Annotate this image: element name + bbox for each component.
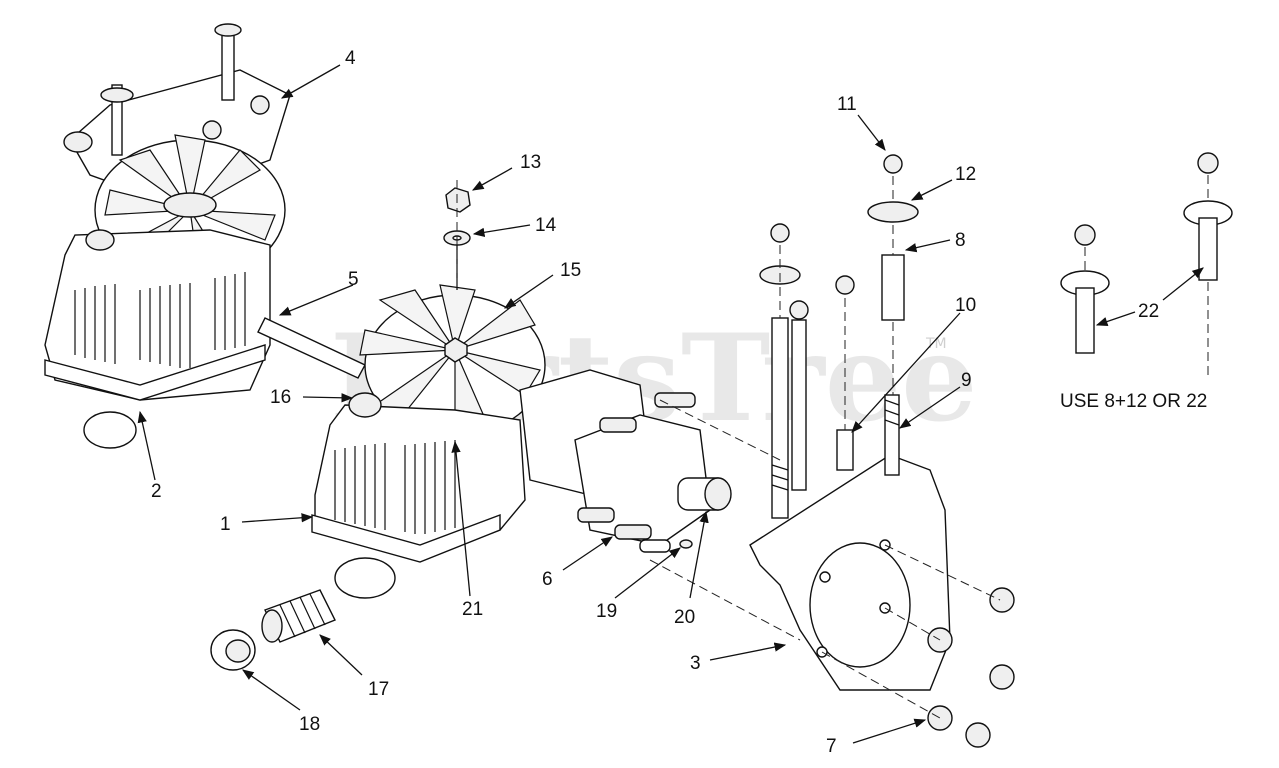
bolt [614, 524, 652, 540]
fill-cap [85, 229, 115, 251]
alignment-line [659, 399, 781, 461]
nut-11 [883, 154, 903, 174]
center-transaxle-assembly [311, 284, 732, 599]
spacer-8 [881, 254, 905, 321]
callout-6: 6 [542, 569, 553, 590]
bolt [577, 507, 615, 523]
nut [789, 300, 809, 320]
stud-bolt [221, 29, 235, 101]
callout-3: 3 [690, 653, 701, 674]
left-transaxle-assembly [44, 23, 291, 449]
connecting-rod-5 [257, 317, 366, 379]
callout-11: 11 [837, 94, 857, 115]
nut-7 [965, 722, 991, 748]
shaft-nut-20 [704, 477, 732, 511]
nut [835, 275, 855, 295]
stud-bolt [111, 84, 123, 156]
callout-8: 8 [955, 230, 966, 251]
leader-lines [137, 64, 1204, 744]
spacer-10 [836, 429, 854, 471]
callout-13: 13 [520, 152, 541, 173]
nut-7 [927, 705, 953, 731]
callout-18: 18 [299, 714, 320, 735]
callout-17: 17 [368, 679, 389, 700]
center-fan [359, 284, 546, 441]
callout-4: 4 [345, 48, 356, 69]
plate-hole [819, 571, 831, 583]
vent-cap-16 [348, 392, 382, 418]
callout-9: 9 [961, 370, 972, 391]
stud-threads [771, 464, 789, 491]
callout-15: 15 [560, 260, 581, 281]
watermark-trademark: TM [925, 336, 947, 352]
callout-10: 10 [955, 295, 976, 316]
callout-5: 5 [348, 269, 359, 290]
plate-opening [809, 542, 911, 668]
washer [214, 23, 242, 37]
callout-1: 1 [220, 514, 231, 535]
callout-22: 22 [1138, 301, 1159, 322]
pin [639, 539, 671, 553]
callout-19: 19 [596, 601, 617, 622]
fitting [63, 131, 93, 153]
coupler-17 [261, 589, 336, 643]
stud-threads [884, 399, 900, 426]
callout-12: 12 [955, 164, 976, 185]
callout-21: 21 [462, 599, 483, 620]
bushing-18 [210, 629, 256, 671]
stud-9 [791, 319, 807, 491]
callout-2: 2 [151, 481, 162, 502]
left-base-flange [44, 344, 266, 401]
left-cooling-fins [74, 272, 246, 368]
callout-7: 7 [826, 736, 837, 757]
key-19 [679, 539, 693, 549]
nut-7 [989, 587, 1015, 613]
callout-16: 16 [270, 387, 291, 408]
stud-9 [884, 394, 900, 476]
center-axle-hub [334, 557, 396, 599]
alignment-line [884, 544, 1001, 601]
spacer-22-long [1183, 152, 1233, 281]
spacer-22-short [1060, 224, 1110, 354]
washer [100, 87, 134, 103]
alignment-line [821, 651, 941, 719]
usage-note: USE 8+12 OR 22 [1060, 391, 1207, 412]
callout-14: 14 [535, 215, 557, 236]
nut-13 [445, 187, 471, 213]
nut-7 [989, 664, 1015, 690]
center-base-flange [311, 513, 501, 563]
center-cooling-fins [334, 440, 456, 534]
left-axle-hub [83, 411, 137, 449]
callout-20: 20 [674, 607, 695, 628]
center-housing [314, 404, 526, 561]
nut [770, 223, 790, 243]
nut [202, 120, 222, 140]
bolt [599, 417, 637, 433]
alignment-line [649, 559, 801, 641]
nut [250, 95, 270, 115]
alignment-line [884, 607, 941, 641]
washer-12 [867, 201, 919, 223]
